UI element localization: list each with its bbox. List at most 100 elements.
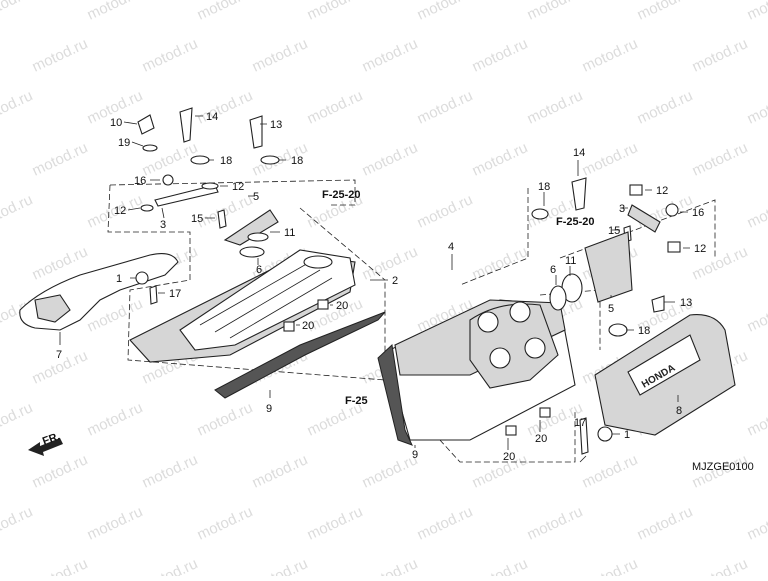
- callout-20-a: 20: [336, 300, 348, 312]
- grommet-18-b: [260, 155, 280, 165]
- callout-11-left: 11: [284, 227, 295, 239]
- side-cover-7-mount: [34, 294, 71, 323]
- bracket-3-left: [154, 184, 219, 207]
- callout-12-right-a: 12: [656, 185, 668, 197]
- watermark-text: motod.ru: [745, 87, 768, 127]
- watermark-text: motod.ru: [360, 139, 421, 179]
- watermark-text: motod.ru: [415, 191, 476, 231]
- left-group-boundary: [107, 179, 386, 381]
- ref-f-25: F-25: [345, 395, 368, 407]
- right-leaders: [414, 160, 690, 463]
- watermark-text: motod.ru: [30, 555, 91, 576]
- collar-20-c: [539, 407, 551, 418]
- watermark-text: motod.ru: [635, 87, 696, 127]
- watermark-text: motod.ru: [525, 0, 586, 24]
- callout-12-left-b: 12: [114, 205, 126, 217]
- watermark-text: motod.ru: [470, 451, 531, 491]
- seal-12-right-a: [629, 184, 643, 196]
- callout-18-a: 18: [220, 155, 232, 167]
- ref-f-25-20-right: F-25-20: [556, 216, 595, 228]
- callout-13-right: 13: [680, 297, 692, 309]
- watermark-text: motod.ru: [85, 0, 146, 24]
- callout-18-right: 18: [538, 181, 550, 193]
- watermark-text: motod.ru: [745, 0, 768, 24]
- watermark-text: motod.ru: [745, 295, 768, 335]
- watermark-text: motod.ru: [470, 555, 531, 576]
- watermark-text: motod.ru: [580, 35, 641, 75]
- grommet-18-right-b: [608, 323, 628, 337]
- watermark-text: motod.ru: [305, 87, 366, 127]
- callout-20-d: 20: [503, 451, 515, 463]
- callout-3-right: 3: [619, 203, 625, 215]
- callout-11-right: 11: [565, 255, 576, 267]
- watermark-text: motod.ru: [470, 35, 531, 75]
- cam-boss-b: [509, 301, 531, 323]
- watermark-text: motod.ru: [0, 0, 35, 24]
- right-assembly: HONDA: [377, 160, 736, 463]
- watermark-text: motod.ru: [470, 243, 531, 283]
- watermark-text: motod.ru: [470, 139, 531, 179]
- callout-6-right: 6: [550, 264, 556, 276]
- callout-1-right: 1: [624, 429, 630, 441]
- watermark-text: motod.ru: [85, 399, 146, 439]
- callout-2: 2: [392, 275, 398, 287]
- bolt-16-right: [665, 203, 679, 217]
- watermark-text: motod.ru: [415, 503, 476, 543]
- watermark-text: motod.ru: [0, 191, 35, 231]
- watermark-text: motod.ru: [745, 503, 768, 543]
- cam-boss-d: [524, 337, 546, 359]
- watermark-text: motod.ru: [195, 0, 256, 24]
- callout-14-left: 14: [206, 111, 218, 123]
- callout-10: 10: [110, 117, 122, 129]
- watermark-text: motod.ru: [690, 139, 751, 179]
- callout-labels: 10 14 13 19 18 18 1 6 12 12 5 15 3 11 1 1…: [41, 111, 754, 473]
- watermark-text: motod.ru: [745, 399, 768, 439]
- callout-17-left: 17: [169, 288, 181, 300]
- bolt-14-left: [179, 107, 193, 143]
- watermark-text: motod.ru: [415, 0, 476, 24]
- callout-5-left: 5: [253, 191, 259, 203]
- callout-14-right: 14: [573, 147, 585, 159]
- ref-f-25-20-left: F-25-20: [322, 189, 361, 201]
- watermark-text: motod.ru: [140, 451, 201, 491]
- gasket-11-left: [247, 232, 269, 242]
- front-direction-arrow: [28, 438, 63, 456]
- watermark-text: motod.ru: [635, 191, 696, 231]
- callout-3-left: 3: [160, 219, 166, 231]
- callout-12-right-b: 12: [694, 243, 706, 255]
- callout-4: 4: [448, 241, 454, 253]
- watermark-text: motod.ru: [85, 503, 146, 543]
- callout-15-left: 15: [191, 213, 203, 225]
- watermark-text: motod.ru: [580, 451, 641, 491]
- watermark-text: motod.ru: [195, 87, 256, 127]
- watermark-text: motod.ru: [525, 87, 586, 127]
- watermark-text: motod.ru: [635, 503, 696, 543]
- watermark-text: motod.ru: [360, 35, 421, 75]
- watermark-text: motod.ru: [360, 243, 421, 283]
- fr-arrow-icon: [28, 438, 63, 456]
- grommet-18-a: [190, 155, 210, 165]
- callout-13-left: 13: [270, 119, 282, 131]
- seal-12-right-b: [667, 241, 681, 253]
- callout-20-b: 20: [302, 320, 314, 332]
- bracket-3-right: [627, 204, 661, 233]
- callout-19: 19: [118, 137, 130, 149]
- watermark-text: motod.ru: [30, 35, 91, 75]
- watermark-text: motod.ru: [0, 87, 35, 127]
- watermark-text: motod.ru: [250, 35, 311, 75]
- bolt-15-left: [217, 209, 227, 229]
- callout-7: 7: [56, 349, 62, 361]
- callout-18-b: 18: [291, 155, 303, 167]
- washer-1-right: [597, 426, 613, 442]
- bolt-13-left: [249, 115, 263, 149]
- watermark-text: motod.ru: [195, 399, 256, 439]
- left-assembly: [19, 107, 388, 399]
- seal-12-b: [140, 204, 154, 212]
- watermark-text: motod.ru: [305, 0, 366, 24]
- grommet-18-right: [531, 208, 549, 220]
- watermark-text: motod.ru: [415, 87, 476, 127]
- callout-1-left: 1: [116, 273, 122, 285]
- callout-8: 8: [676, 405, 682, 417]
- diagram-code: MJZGE0100: [692, 461, 754, 473]
